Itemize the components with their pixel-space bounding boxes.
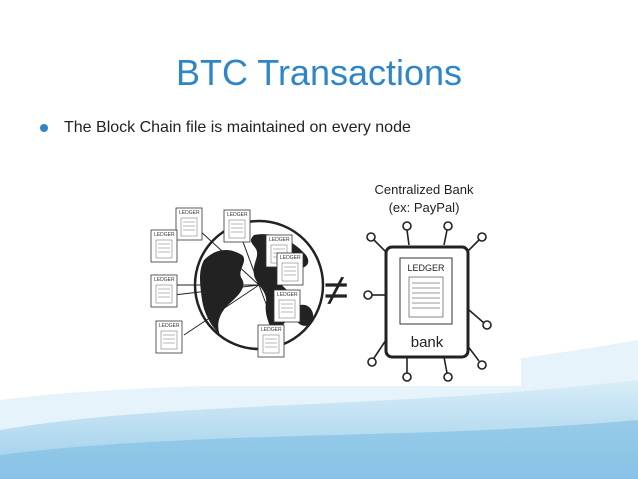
ledger-doc-icon: LEDGER bbox=[150, 274, 178, 308]
diagram-svg: LEDGER LEDGER LEDGER bbox=[150, 182, 492, 382]
bullet-dot-icon bbox=[40, 124, 48, 132]
ledger-doc-label: LEDGER bbox=[154, 277, 175, 283]
ledger-doc-icon: LEDGER bbox=[257, 324, 285, 358]
bullet-text: The Block Chain file is maintained on ev… bbox=[64, 119, 411, 136]
ledger-doc-label: LEDGER bbox=[280, 255, 301, 261]
ledger-doc-icon: LEDGER bbox=[155, 320, 183, 354]
bank-ledger-label: LEDGER bbox=[407, 263, 445, 273]
ledger-doc-label: LEDGER bbox=[179, 210, 200, 216]
not-equal-symbol: ≠ bbox=[324, 266, 348, 315]
ledger-doc-icon: LEDGER bbox=[273, 289, 301, 323]
bank-box: LEDGER bank bbox=[384, 245, 470, 359]
ledger-document-icons: LEDGER LEDGER LEDGER bbox=[150, 207, 304, 358]
ledger-doc-icon: LEDGER bbox=[175, 207, 203, 241]
ledger-doc-label: LEDGER bbox=[277, 292, 298, 298]
bullet-item: The Block Chain file is maintained on ev… bbox=[40, 119, 411, 137]
blockchain-vs-bank-diagram: LEDGER LEDGER LEDGER bbox=[124, 175, 521, 386]
ledger-doc-label: LEDGER bbox=[261, 327, 282, 333]
bank-label: bank bbox=[411, 334, 444, 351]
bank-heading: Centralized Bank bbox=[375, 182, 474, 197]
slide-title: BTC Transactions bbox=[175, 52, 463, 93]
ledger-doc-label: LEDGER bbox=[269, 237, 290, 243]
ledger-doc-icon: LEDGER bbox=[150, 229, 178, 263]
ledger-doc-label: LEDGER bbox=[227, 212, 248, 218]
ledger-doc-label: LEDGER bbox=[154, 232, 175, 238]
bank-example: (ex: PayPal) bbox=[389, 200, 460, 215]
ledger-doc-icon: LEDGER bbox=[223, 209, 251, 243]
ledger-doc-icon: LEDGER bbox=[276, 252, 304, 286]
ledger-doc-label: LEDGER bbox=[159, 323, 180, 329]
bank-node-icons bbox=[363, 221, 492, 382]
